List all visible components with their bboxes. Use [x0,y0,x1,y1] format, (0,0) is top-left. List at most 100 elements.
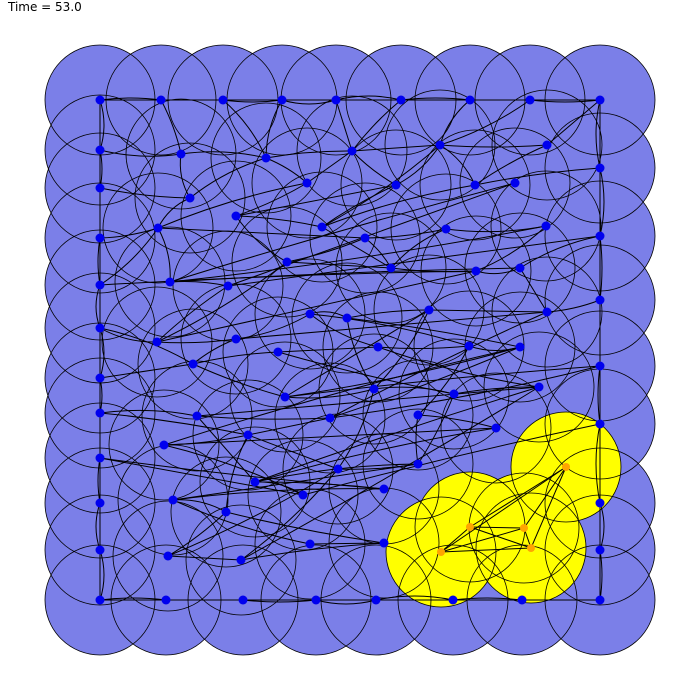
coverage-outline [180,283,292,395]
network-edge [247,434,339,470]
network-edge [240,542,385,561]
network-edge [235,215,288,263]
sensor-node [470,180,480,190]
network-edge [417,393,455,465]
sensor-node [231,211,241,221]
sensor-node [471,266,481,276]
network-edge [395,144,441,186]
coverage-outline [102,172,214,284]
sensor-node [449,389,459,399]
event-edge [523,466,567,529]
sensor-node [156,95,166,105]
network-edge [99,227,159,286]
sensor-node [95,323,105,333]
network-edge [172,463,419,501]
sensor-node [192,411,202,421]
event-edge [440,547,532,553]
network-edge [99,270,477,286]
coverage-outline [114,226,226,338]
coverage-outline [491,89,603,201]
coverage-outline [459,127,571,239]
sensor-node [333,464,343,474]
sensor-node [541,221,551,231]
sensor-node [542,140,552,150]
network-edge [546,299,601,313]
network-edge [428,309,548,313]
coverage-outline [491,256,603,368]
coverage-outline [231,206,343,318]
network-edge [99,97,162,101]
event-edge [440,527,525,553]
coverage-outline [229,341,341,453]
network-edge [417,345,470,416]
sensor-node [223,281,233,291]
network-edge [169,225,547,283]
network-edge [172,499,311,545]
sensor-node [441,224,451,234]
sensor-node [360,233,370,243]
network-edge [254,481,385,490]
network-edge [286,261,392,269]
network-edge [439,99,531,146]
sensor-node [448,595,458,605]
network-edge [254,427,497,483]
network-edge [192,351,279,365]
sensor-node [243,430,253,440]
coverage-outline [362,408,474,520]
sensor-node [95,453,105,463]
sensor-node [95,145,105,155]
network-edges [95,95,605,605]
sensor-node [595,498,605,508]
coverage-outline [170,456,282,568]
sensor-node [231,334,241,344]
network-edge [439,99,471,146]
sensor-node [153,223,163,233]
sensor-node [185,193,195,203]
sensor-node [302,178,312,188]
network-edge [400,97,471,101]
sensor-node [465,95,475,105]
network-edge [377,346,540,388]
sensor-node [218,95,228,105]
sensor-node [373,342,383,352]
network-edge [519,235,601,269]
sensor-node [331,95,341,105]
network-edge [529,99,601,103]
coverage-outline [335,212,447,324]
network-edge [189,157,267,199]
sensor-node [424,305,434,315]
network-edge [240,386,540,561]
sensor-node [595,545,605,555]
sensor-node [95,233,105,243]
sensor-node [396,95,406,105]
sensor-node [95,498,105,508]
network-edge [99,327,158,343]
network-edge [240,468,339,561]
network-edge [373,309,430,390]
coverage-outline [112,500,224,612]
network-edge [337,388,375,470]
coverage-outline [490,170,602,282]
network-edge [321,144,441,228]
sensor-node [176,149,186,159]
network-edge [167,555,242,561]
network-edge [99,227,159,239]
sensor-node [464,341,474,351]
sensor-node [168,495,178,505]
network-edge [235,215,323,228]
coverage-outline [373,254,485,366]
network-edge [439,144,548,148]
coverage-outline [419,129,531,241]
coverage-outline [108,389,220,501]
network-edge [453,386,540,395]
sensor-node [435,140,445,150]
event-edge [530,466,567,549]
coverage-outline [309,182,421,294]
event-edge [469,526,532,549]
sensor-node [595,419,605,429]
sensor-node [517,595,527,605]
coverage-outline [384,89,496,201]
coverage-outline [274,362,386,474]
coverage-outline [291,262,403,374]
sensor-node [515,342,525,352]
